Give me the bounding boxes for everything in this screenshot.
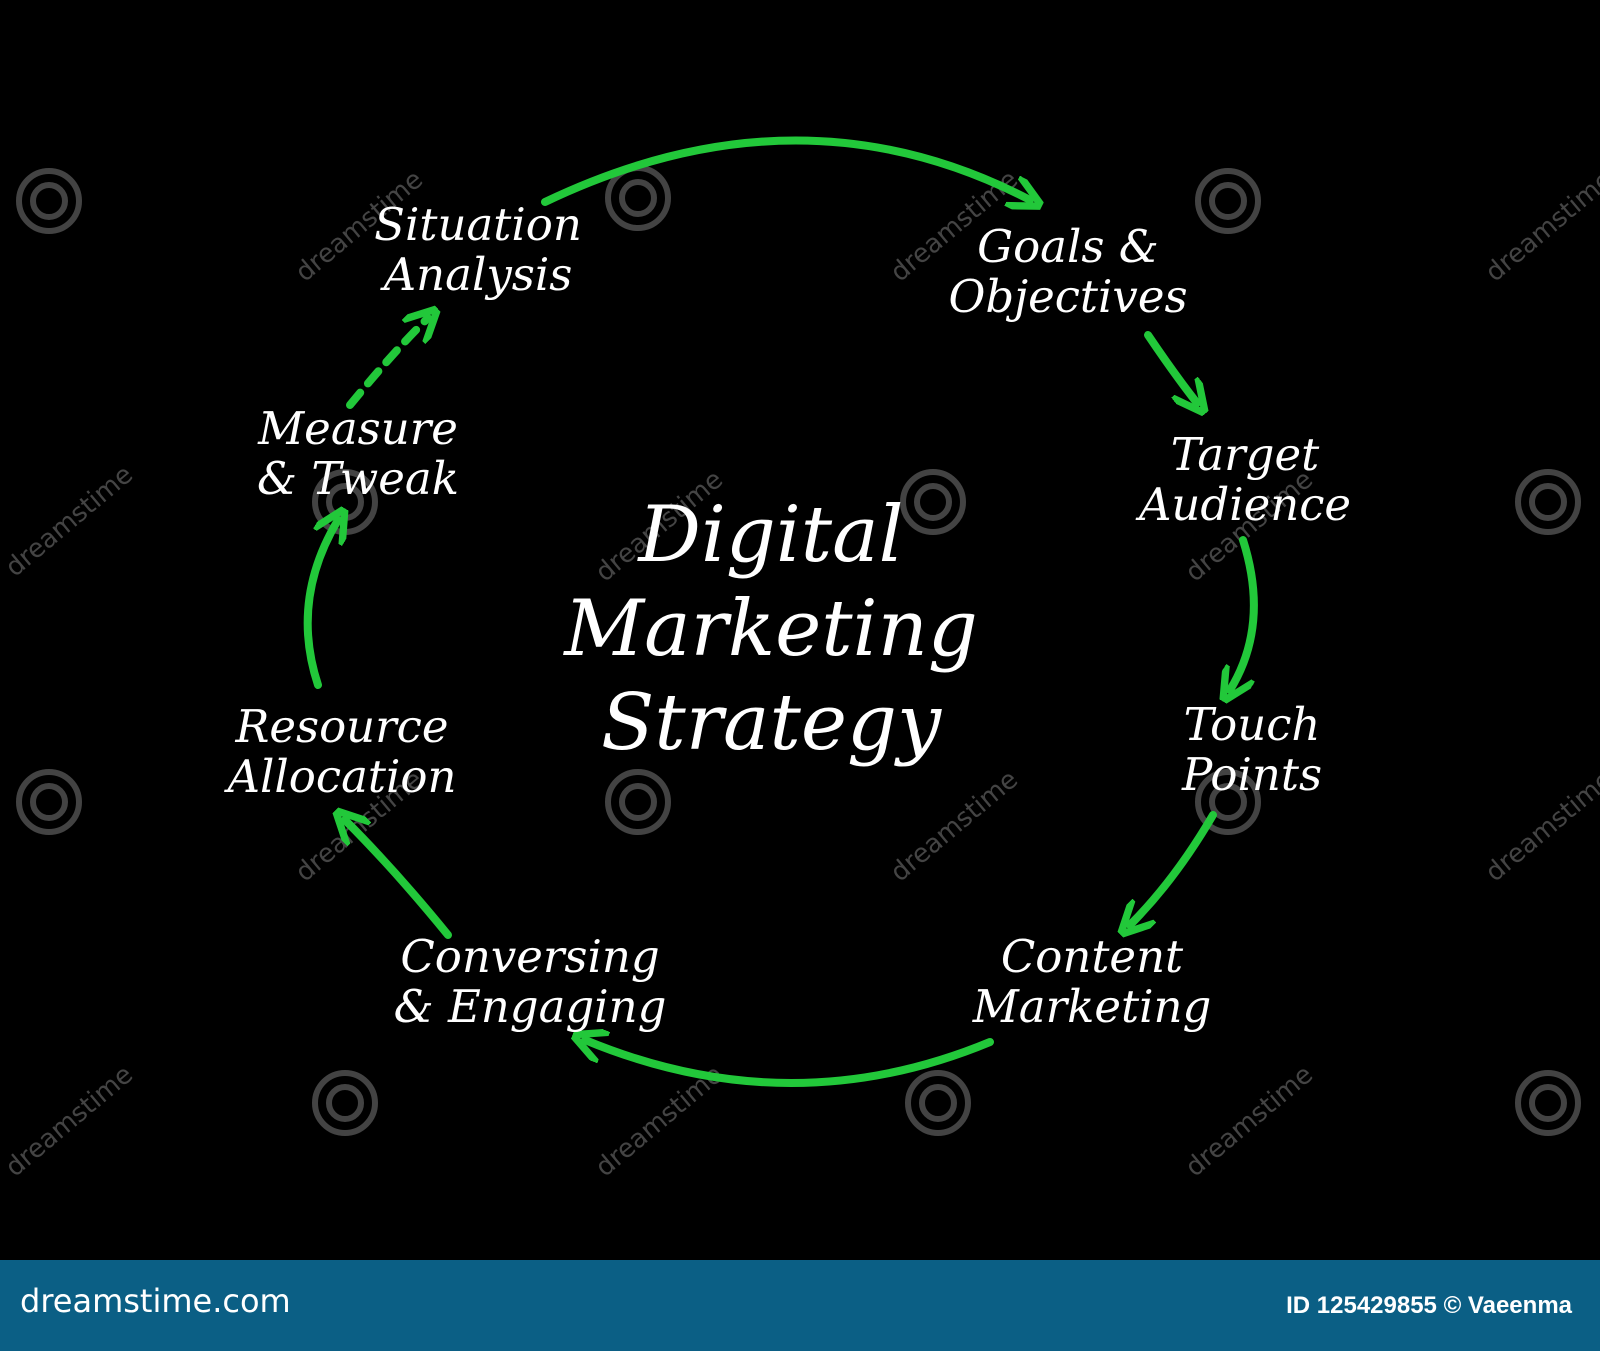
node-line: Situation	[374, 198, 582, 251]
node-line: Measure	[258, 402, 458, 455]
arrow-touch-to-content	[1130, 811, 1217, 925]
node-line: Goals &	[977, 220, 1159, 273]
node-resource-allocation: Resource Allocation	[228, 702, 457, 802]
center-title-line: Strategy	[600, 678, 942, 768]
node-line: Objectives	[948, 270, 1188, 323]
node-line: Audience	[1138, 478, 1352, 531]
node-conversing-engaging: Conversing & Engaging	[394, 932, 667, 1032]
arrow-measure-to-situation	[346, 318, 428, 409]
node-line: Marketing	[972, 980, 1212, 1033]
arrow-target-to-touch	[1230, 536, 1258, 690]
cycle-arrows	[303, 136, 1258, 1087]
arrow-resource-to-measure	[303, 520, 338, 689]
arrow-content-to-conversing	[585, 1040, 994, 1087]
watermark-spiral-icon	[16, 769, 82, 835]
node-goals-objectives: Goals & Objectives	[948, 222, 1187, 322]
center-title: Digital Marketing Strategy	[564, 488, 978, 770]
watermark-spiral-icon	[312, 1070, 378, 1136]
node-target-audience: Target Audience	[1139, 430, 1351, 530]
center-title-line: Digital	[638, 490, 904, 580]
footer-image-id: ID 125429855 © Vaeenma	[1286, 1292, 1572, 1319]
watermark-spiral-icon	[900, 469, 966, 535]
footer-bar: dreamstime.com ID 125429855 © Vaeenma	[0, 1260, 1600, 1351]
node-content-marketing: Content Marketing	[973, 932, 1212, 1032]
node-line: & Engaging	[393, 980, 667, 1033]
watermark-spiral-icon	[1515, 469, 1581, 535]
watermark-spiral-icon	[16, 168, 82, 234]
node-line: Target	[1170, 428, 1320, 481]
node-situation-analysis: Situation Analysis	[374, 200, 582, 300]
node-measure-tweak: Measure & Tweak	[257, 404, 459, 504]
watermark-spiral-icon	[905, 1070, 971, 1136]
footer-brand[interactable]: dreamstime.com	[20, 1282, 291, 1320]
arrow-goals-to-target	[1144, 331, 1197, 403]
arrow-situation-to-goals	[541, 136, 1030, 202]
node-line: & Tweak	[256, 452, 460, 505]
node-line: Touch	[1183, 698, 1321, 751]
node-line: Analysis	[383, 248, 573, 301]
watermark-spiral-icon	[1515, 1070, 1581, 1136]
node-line: Resource	[235, 700, 449, 753]
watermark-spiral-icon	[1195, 168, 1261, 234]
node-line: Allocation	[227, 750, 457, 803]
arrow-conversing-to-resource	[345, 820, 452, 939]
watermark-spiral-icon	[1195, 769, 1261, 835]
node-touch-points: Touch Points	[1182, 700, 1322, 800]
watermark-spiral-icon	[605, 769, 671, 835]
node-line: Content	[1000, 930, 1184, 983]
center-title-line: Marketing	[564, 584, 978, 674]
node-line: Points	[1181, 748, 1323, 801]
node-line: Conversing	[400, 930, 660, 983]
